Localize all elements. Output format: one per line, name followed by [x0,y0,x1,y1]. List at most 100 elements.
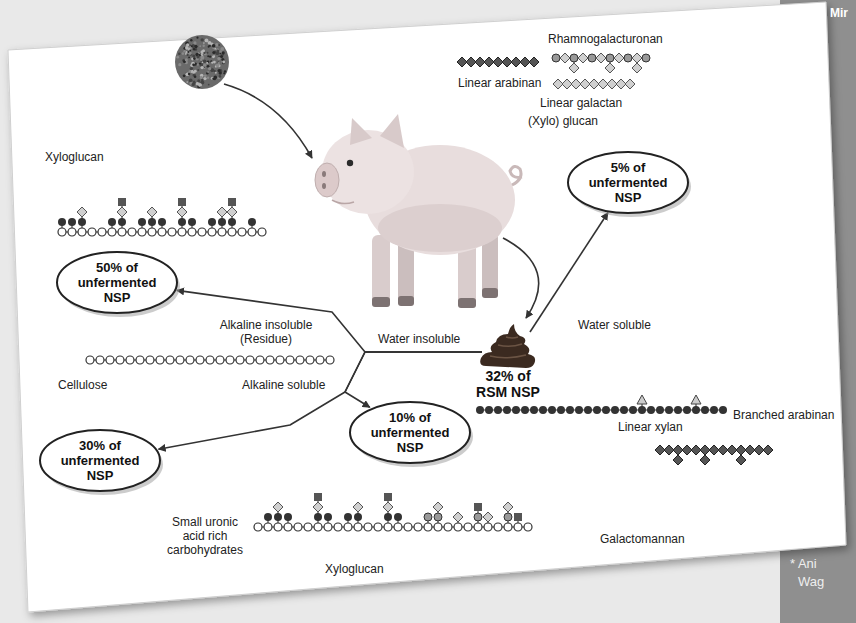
xylose-symbol [494,406,502,414]
glucose-symbol [314,523,322,531]
meal-grain [201,54,203,56]
meal-grain [220,53,222,55]
meal-grain [183,50,185,52]
fucose-symbol [474,503,482,511]
glucose-symbol [294,523,302,531]
uronic-symbol [691,395,701,404]
xylose-symbol [476,406,484,414]
glucose-symbol [524,523,532,531]
glucose-symbol [334,523,342,531]
meal-grain [202,49,205,52]
annotation-label: (Xylo) glucan [528,114,598,128]
feces-icon [478,322,538,368]
xylose-symbol [178,218,186,226]
meal-grain [220,47,224,51]
meal-grain [182,52,185,55]
meal-grain [198,83,202,87]
glucose-symbol [326,356,334,364]
feces-shape [480,324,535,368]
meal-grain [187,51,189,53]
xylose-symbol [683,406,691,414]
glucose-symbol [158,228,166,236]
glucose-symbol [108,228,116,236]
glucose-symbol [484,523,492,531]
xylose-symbol [530,406,538,414]
glucose-symbol [186,356,194,364]
xylose-symbol [602,406,610,414]
meal-grain [194,45,197,48]
sugar-symbol [606,54,614,62]
meal-grain [212,55,215,58]
meal-grain [208,67,211,70]
glucose-symbol [414,523,422,531]
annotation-label: Wag [798,574,824,589]
galactose-symbol [217,207,227,217]
fraction-text: 30% of unfermented NSP [55,438,145,483]
glucose-symbol [226,356,234,364]
xylose-symbol [344,513,352,521]
meal-grain [196,56,199,59]
meal-grain [191,45,193,47]
xylose-symbol [512,406,520,414]
xylose-symbol [148,218,156,226]
meal-grain [206,72,208,74]
meal-grain [200,66,203,69]
sugar-symbol [570,54,578,62]
meal-grain [219,75,222,78]
annotation-label: Water soluble [578,318,651,332]
meal-grain [212,51,215,54]
glucose-symbol [68,228,76,236]
feces-node: 32% of RSM NSP [469,322,547,400]
glucose-symbol [344,523,352,531]
fucose-symbol [314,493,322,501]
galactose-symbol [605,63,615,73]
xylose-symbol [68,218,76,226]
meal-grain [188,57,190,59]
glucose-symbol [166,356,174,364]
meal-grain [176,56,179,59]
xylose-symbol [620,406,628,414]
meal-grain [193,48,196,51]
glucose-symbol [454,523,462,531]
sugar-symbol [588,54,596,62]
xylose-symbol [629,406,637,414]
galactose-symbol [453,512,463,522]
xylose-symbol [521,406,529,414]
glucose-symbol [364,523,372,531]
galactose-symbol [578,53,588,63]
fraction-text: 32% of RSM NSP [472,368,544,400]
galactose-symbol [560,53,570,63]
galactose-symbol [77,207,87,217]
glucose-symbol [504,523,512,531]
glucose-symbol [274,523,282,531]
annotation-label: Alkaline insoluble (Residue) [210,318,322,346]
glucose-symbol [206,356,214,364]
sugar-symbol [424,513,432,521]
xylose-symbol [647,406,655,414]
meal-grain [217,57,220,60]
meal-grain [213,55,215,57]
meal-grain [208,41,212,45]
glucose-symbol [324,523,332,531]
galactose-symbol [503,502,513,512]
glucose-symbol [208,228,216,236]
oval-text-block: 5% of unfermented NSP [583,160,673,205]
glucose-symbol [264,523,272,531]
annotation-label: Linear galactan [540,96,622,110]
meal-grain [197,79,200,82]
meal-grain [190,67,193,70]
meal-grain [223,61,226,64]
meal-grain [215,72,217,74]
pig-snout [315,163,339,197]
glucose-symbol [284,523,292,531]
meal-grain [218,62,220,64]
annotation-label: Water insoluble [378,332,460,346]
meal-grain [199,62,201,64]
arabinose-symbol [700,455,710,465]
meal-grain [196,37,198,39]
oval-shape [568,152,688,213]
meal-grain [215,43,219,47]
xylose-symbol [324,513,332,521]
sugar-symbol [504,513,512,521]
galactose-symbol [632,63,642,73]
